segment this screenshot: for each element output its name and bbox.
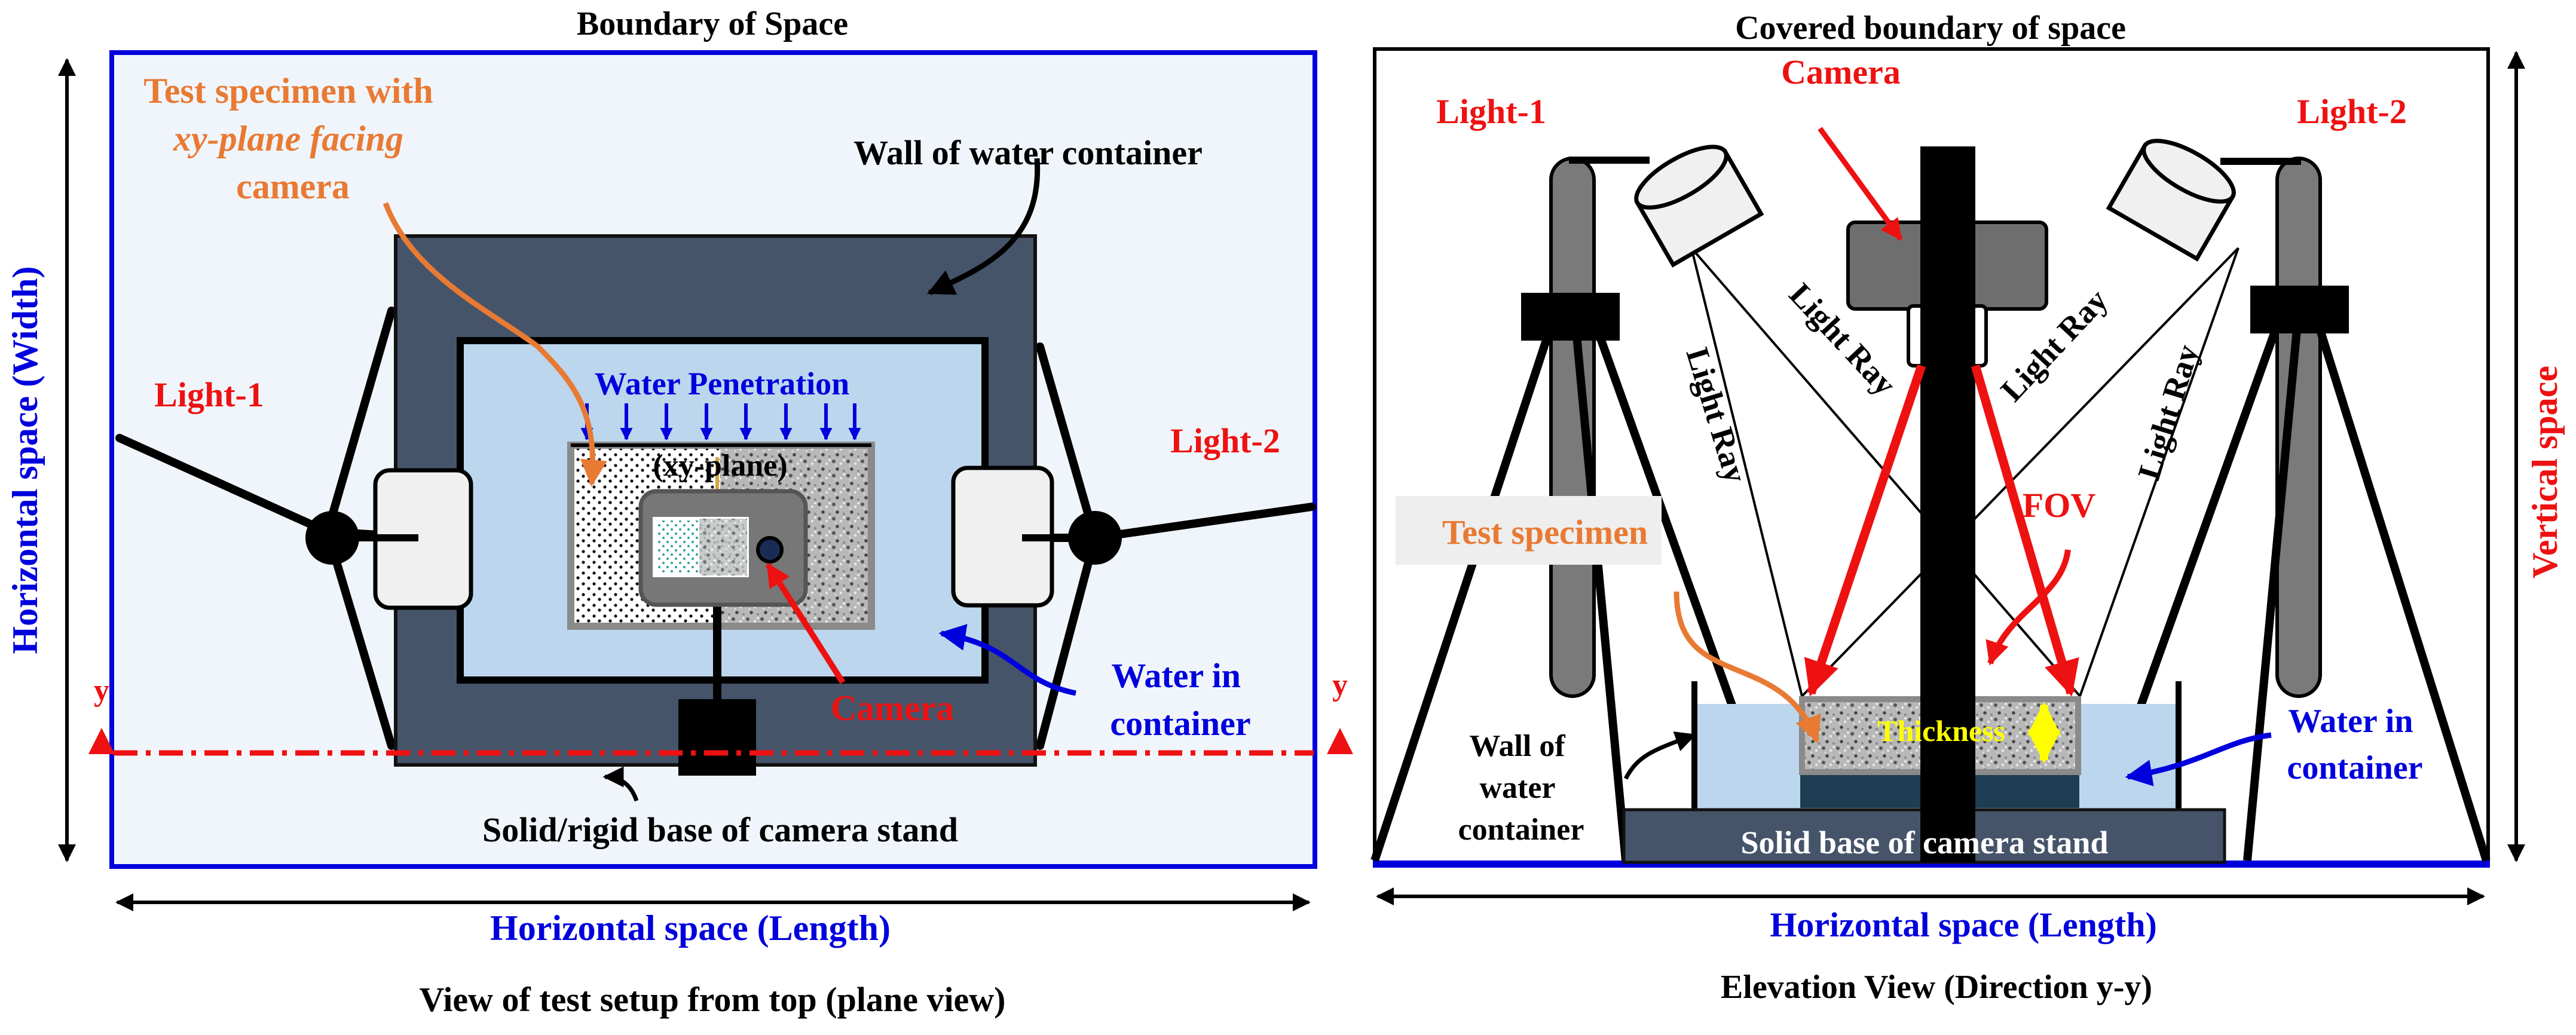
plan-specimen-callout-line3: camera	[236, 167, 350, 206]
elev-light-ray-4: Light Ray	[2131, 341, 2205, 484]
elev-camera-label: Camera	[1781, 53, 1901, 91]
plan-base-label: Solid/rigid base of camera stand	[482, 810, 958, 849]
plan-section-marker-right	[1327, 728, 1353, 754]
plan-caption: View of test setup from top (plane view)	[419, 980, 1005, 1019]
elev-specimen-arrow	[1674, 591, 1821, 744]
elev-fov-arrow	[1985, 549, 2071, 666]
elev-specimen-label: Test specimen	[1442, 513, 1648, 552]
plan-specimen-callout-arrow	[383, 202, 607, 487]
plan-camera-base	[678, 699, 756, 776]
elev-water-label-line1: Water in	[2289, 703, 2413, 740]
plan-section-letter-right: y	[1332, 668, 1348, 702]
plan-camera-label: Camera	[831, 688, 954, 728]
plan-boundary-title: Boundary of Space	[577, 5, 848, 42]
elev-camera-stand	[1920, 146, 1975, 862]
elev-fov-label: FOV	[2023, 486, 2096, 525]
elev-light1-lamp	[1634, 145, 1764, 268]
elev-specimen-label-bg	[1396, 496, 1662, 565]
elev-space-boundary	[1373, 47, 2490, 863]
plan-water-label-line2: container	[1110, 704, 1250, 743]
plan-xy-plane-label: (xy-plane)	[653, 449, 787, 483]
elev-base-label: Solid base of camera stand	[1740, 825, 2108, 861]
plan-view: Boundary of Space Test specimen with xy-…	[5, 5, 1353, 1019]
elevation-view: Covered boundary of space Camera Light-1…	[1370, 10, 2565, 1006]
plan-width-label: Horizontal space (Width)	[5, 267, 45, 654]
plan-water-label: Water in container	[1110, 656, 1250, 743]
plan-specimen-callout: Test specimen with xy-plane facing camer…	[143, 71, 442, 206]
plan-light1-stand	[115, 307, 435, 750]
elev-fov-lines	[1804, 364, 2079, 697]
plan-light1-label: Light-1	[154, 375, 264, 414]
plan-section-marker-left	[88, 728, 115, 754]
plan-water-penetration-label: Water Penetration	[595, 366, 849, 402]
plan-section-letter-left: y	[94, 673, 109, 708]
elev-light2-lamp	[2106, 139, 2236, 262]
elev-light2-clamp	[2250, 286, 2349, 333]
plan-camera-arrow	[765, 562, 846, 684]
elev-water-arrow	[2125, 732, 2272, 786]
plan-base-arrow	[602, 766, 639, 802]
elev-light2-label: Light-2	[2297, 92, 2407, 131]
elev-boundary-title: Covered boundary of space	[1735, 10, 2126, 47]
plan-light2-label: Light-2	[1170, 421, 1280, 460]
elev-wall-label-line1: Wall of	[1469, 729, 1565, 763]
elev-water-label: Water in container	[2287, 703, 2422, 786]
elev-thickness-label: Thickness	[1877, 714, 2005, 748]
elev-light1-label: Light-1	[1436, 92, 1546, 131]
plan-water-label-line1: Water in	[1112, 656, 1241, 695]
plan-length-label: Horizontal space (Length)	[490, 908, 891, 948]
elev-wall-label: Wall of water container	[1458, 729, 1584, 847]
elev-wall-label-line3: container	[1458, 813, 1584, 847]
elev-wall-arrow	[1623, 731, 1697, 780]
plan-water-arrow	[938, 624, 1076, 696]
elev-water-label-line2: container	[2287, 749, 2422, 786]
plan-wall-callout-arrow	[926, 158, 1041, 296]
elev-vertical-label: Vertical space	[2525, 366, 2565, 578]
plan-specimen-callout-line2: xy-plane facing	[173, 119, 403, 158]
plan-camera-lens-icon	[756, 536, 784, 564]
plan-wall-label: Wall of water container	[853, 133, 1203, 172]
elev-camera-arrow	[1818, 127, 1903, 241]
elev-light-ray-1: Light Ray	[1679, 344, 1754, 487]
elev-light2-tripod	[2106, 139, 2491, 862]
plan-specimen-callout-line1: Test specimen with	[143, 71, 433, 111]
elev-wall-label-line2: water	[1479, 771, 1555, 805]
elev-light1-clamp	[1521, 293, 1620, 341]
elev-caption: Elevation View (Direction y-y)	[1721, 969, 2152, 1006]
elev-length-label: Horizontal space (Length)	[1770, 905, 2157, 944]
